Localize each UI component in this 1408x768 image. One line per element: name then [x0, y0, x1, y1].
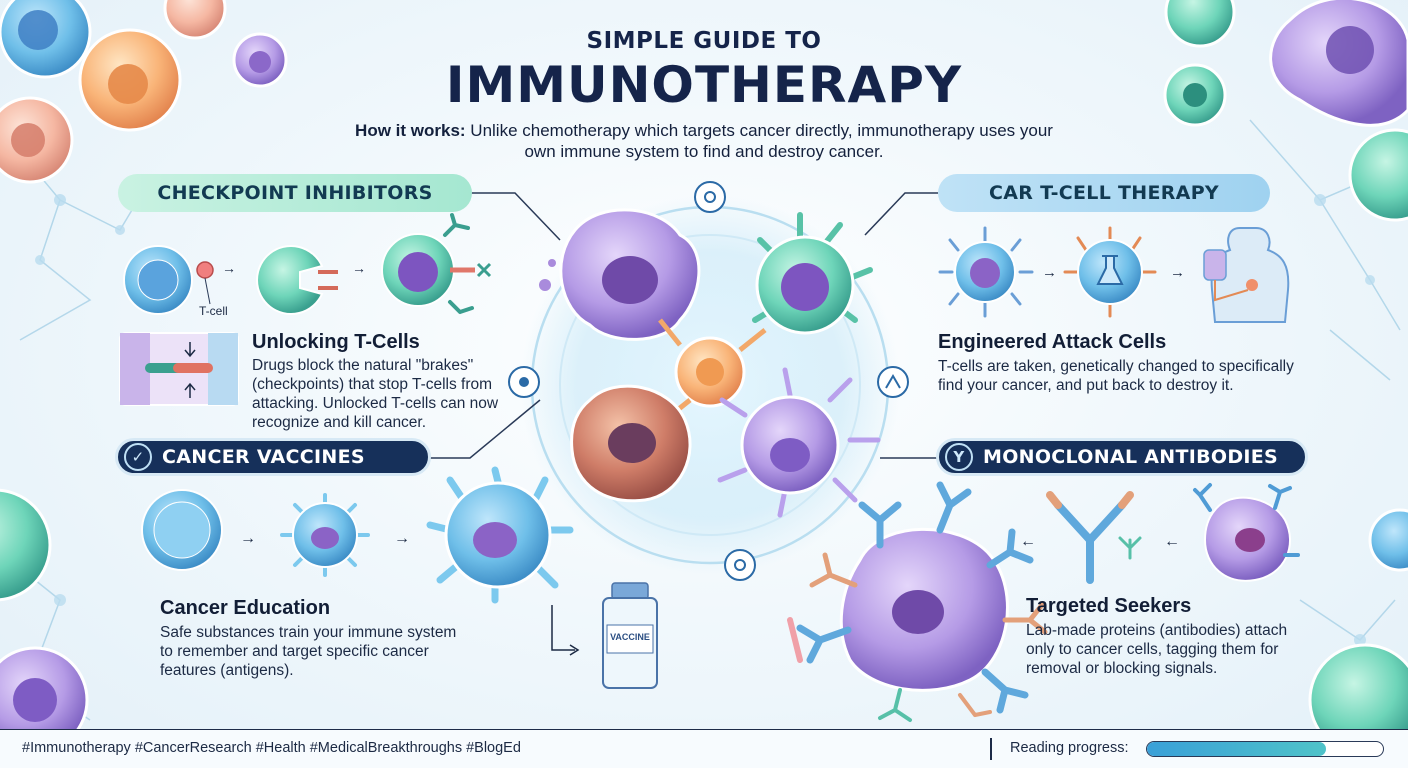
footer-bar: #Immunotherapy #CancerResearch #Health #… — [0, 729, 1408, 768]
svg-text:←: ← — [1020, 533, 1036, 550]
checkpoint-title: Unlocking T-Cells — [252, 331, 420, 353]
svg-text:→: → — [240, 530, 256, 547]
car-t-cell-pill: CAR T-CELL THERAPY — [938, 174, 1270, 212]
reading-progress-label: Reading progress: — [1010, 740, 1129, 756]
car-t-body: T-cells are taken, genetically changed t… — [938, 358, 1294, 394]
checkpoint-pill-label: CHECKPOINT INHIBITORS — [157, 182, 433, 204]
page-title: IMMUNOTHERAPY — [445, 56, 963, 114]
footer-divider — [990, 738, 992, 760]
svg-text:→: → — [352, 260, 366, 276]
reading-progress-bar — [1146, 741, 1384, 757]
intro-body: Unlike chemotherapy which targets cancer… — [465, 121, 1053, 161]
cancer-vaccines-pill: ✓ CANCER VACCINES — [115, 438, 431, 476]
svg-text:→: → — [1042, 264, 1057, 281]
intro-text: How it works: Unlike chemotherapy which … — [340, 120, 1068, 162]
checkpoint-body: Drugs block the natural "brakes" (checkp… — [252, 357, 499, 431]
car-t-title: Engineered Attack Cells — [938, 331, 1167, 353]
antibodies-title: Targeted Seekers — [1026, 595, 1192, 617]
vaccine-vial-label: VACCINE — [610, 632, 650, 642]
reading-progress-fill — [1147, 742, 1327, 756]
vaccines-body: Safe substances train your immune system… — [160, 624, 457, 679]
antibodies-pill-label: MONOCLONAL ANTIBODIES — [983, 446, 1279, 468]
antibodies-body: Lab-made proteins (antibodies) attach on… — [1026, 622, 1288, 677]
car-t-pill-label: CAR T-CELL THERAPY — [989, 182, 1219, 204]
vaccines-pill-label: CANCER VACCINES — [162, 446, 365, 468]
svg-text:←: ← — [1164, 533, 1180, 550]
svg-text:→: → — [394, 530, 410, 547]
t-cell-label: T-cell — [199, 304, 228, 318]
svg-text:→: → — [1170, 264, 1185, 281]
guide-eyebrow: SIMPLE GUIDE TO — [586, 28, 822, 54]
antibody-icon: Y — [945, 443, 973, 471]
monoclonal-antibodies-pill: Y MONOCLONAL ANTIBODIES — [936, 438, 1308, 476]
hashtags: #Immunotherapy #CancerResearch #Health #… — [22, 740, 521, 756]
vaccines-title: Cancer Education — [160, 597, 331, 619]
svg-text:→: → — [222, 260, 236, 276]
checkpoint-inhibitors-pill: CHECKPOINT INHIBITORS — [118, 174, 472, 212]
orbit-icons — [508, 181, 909, 581]
check-circle-icon: ✓ — [124, 443, 152, 471]
intro-bold: How it works: — [355, 121, 466, 140]
